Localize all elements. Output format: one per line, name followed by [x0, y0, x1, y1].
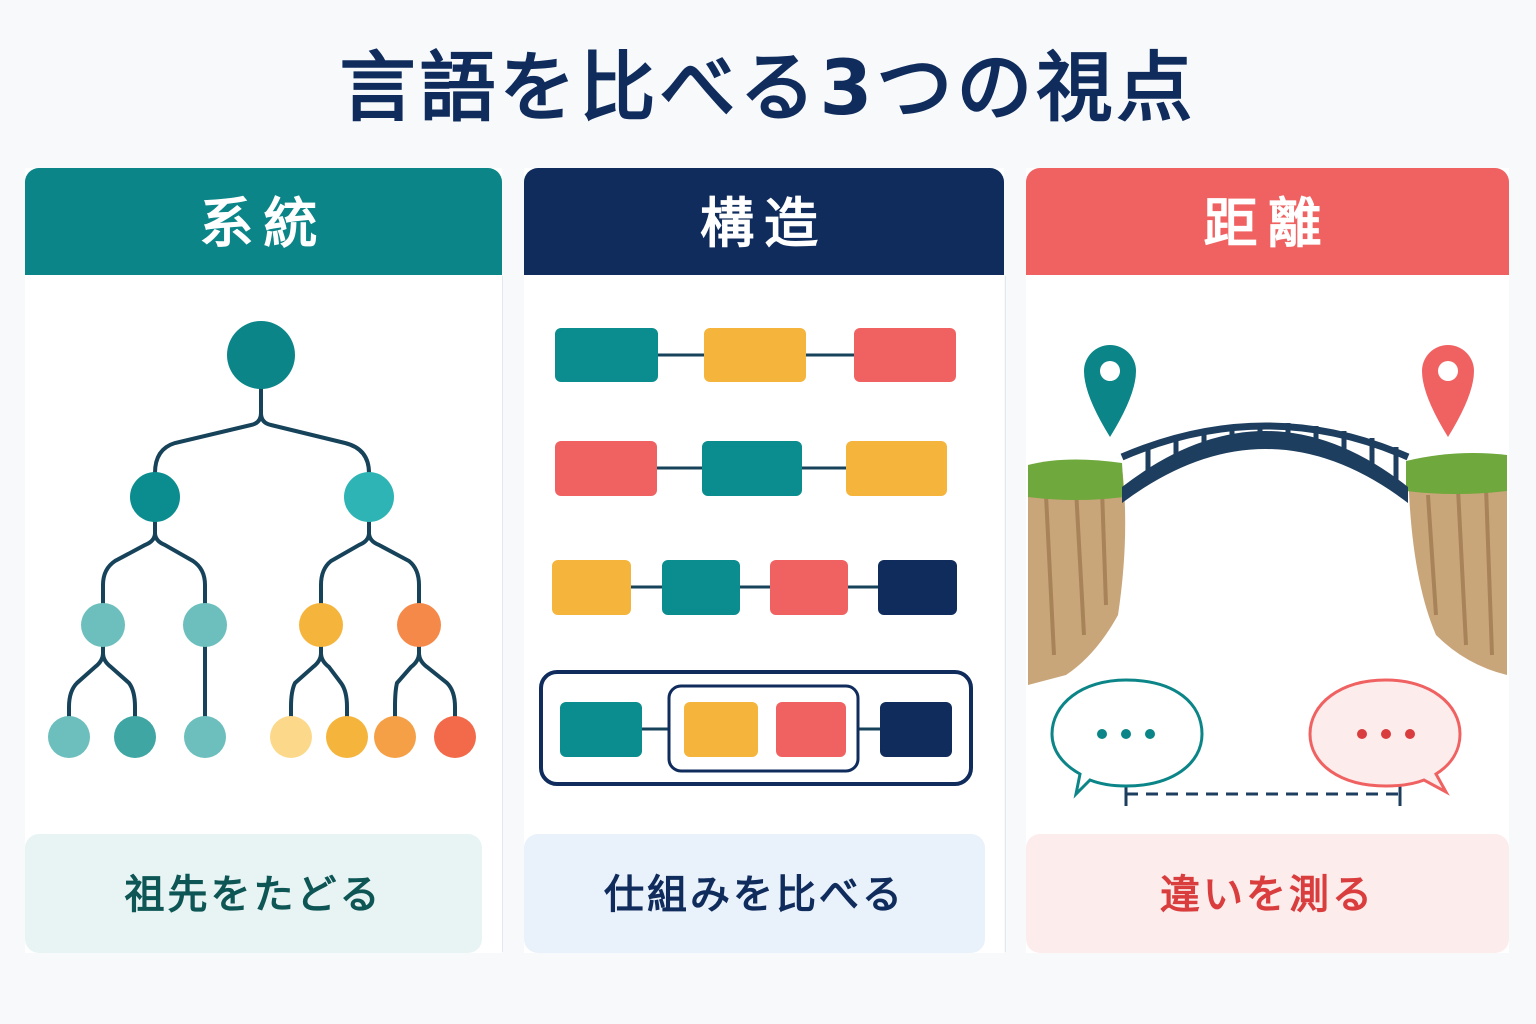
header-structure: 構造 [524, 168, 1004, 275]
divider-2 [1005, 276, 1006, 952]
page-title: 言語を比べる3つの視点 [339, 43, 1197, 132]
caption-structure: 仕組みを比べる [524, 834, 985, 953]
column-distance: 距離 違いを測る [1026, 168, 1509, 953]
family-tree-icon [48, 321, 476, 758]
bridge-distance-icon [1028, 344, 1507, 806]
divider-1 [502, 276, 503, 952]
structure-blocks-icon [539, 328, 973, 786]
caption-lineage: 祖先をたどる [25, 834, 482, 953]
map-pin-right-icon [1422, 345, 1474, 437]
header-distance: 距離 [1026, 168, 1509, 275]
root-node [227, 321, 295, 389]
map-pin-left-icon [1084, 344, 1136, 437]
column-structure: 構造 仕組みを比べる [524, 168, 1004, 953]
column-lineage: 系統 [25, 168, 502, 953]
header-lineage: 系統 [25, 168, 502, 275]
speech-bubbles-icon [1050, 678, 1462, 799]
caption-distance: 違いを測る [1026, 834, 1509, 953]
